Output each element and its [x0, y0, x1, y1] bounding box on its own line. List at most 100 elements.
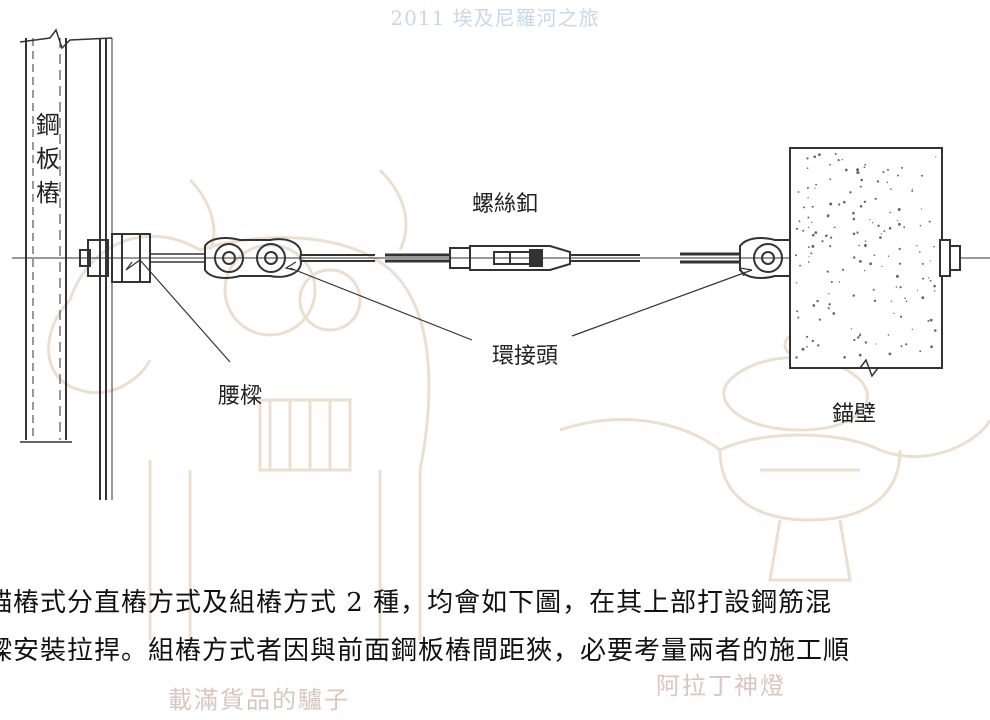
- concrete-stipple-dot: [852, 217, 856, 221]
- concrete-stipple-dot: [806, 186, 809, 189]
- concrete-stipple-dot: [798, 220, 801, 223]
- concrete-stipple-dot: [935, 156, 937, 158]
- concrete-stipple-dot: [896, 174, 899, 177]
- concrete-stipple-dot: [827, 307, 830, 309]
- concrete-stipple-dot: [874, 197, 877, 200]
- concrete-stipple-dot: [852, 232, 856, 236]
- concrete-stipple-dot: [818, 153, 821, 157]
- concrete-stipple-dot: [919, 251, 921, 253]
- concrete-stipple-dot: [928, 277, 930, 279]
- concrete-stipple-dot: [934, 329, 937, 332]
- concrete-stipple-dot: [869, 218, 871, 221]
- concrete-stipple-dot: [821, 240, 824, 243]
- concrete-stipple-dot: [911, 190, 914, 193]
- concrete-stipple-dot: [895, 274, 899, 278]
- leader-lines: [125, 259, 753, 363]
- concrete-stipple-dot: [797, 191, 800, 193]
- concrete-stipple-dot: [850, 328, 853, 330]
- concrete-stipple-dot: [807, 226, 810, 228]
- concrete-stipple-dot: [860, 178, 863, 182]
- concrete-stipple-dot: [872, 288, 875, 291]
- concrete-stipple-dot: [897, 208, 901, 211]
- concrete-stipple-dot: [813, 155, 816, 158]
- concrete-stipple-dot: [795, 356, 798, 359]
- concrete-stipple-dot: [829, 202, 833, 206]
- concrete-stipple-dot: [802, 206, 805, 209]
- concrete-stipple-dot: [815, 183, 817, 186]
- concrete-stipple-dot: [829, 163, 831, 166]
- concrete-stipple-dot: [826, 234, 828, 236]
- turnbuckle: [449, 245, 571, 271]
- concrete-stipple-dot: [858, 334, 862, 337]
- concrete-stipple-dot: [863, 166, 866, 169]
- concrete-stipple-dot: [880, 233, 883, 235]
- concrete-stipple-dot: [806, 167, 809, 169]
- concrete-stipple-dot: [887, 334, 890, 336]
- concrete-stipple-dot: [898, 247, 901, 250]
- concrete-stipple-dot: [917, 289, 919, 291]
- concrete-stipple-dot: [859, 260, 862, 263]
- caption-line-1: 錨樁式分直樁方式及組樁方式 2 種，均會如下圖，在其上部打設鋼筋混: [0, 588, 833, 618]
- concrete-stipple-dot: [806, 157, 809, 160]
- concrete-stipple-dot: [806, 345, 808, 348]
- concrete-stipple-dot: [888, 352, 892, 356]
- anchor-wall: [789, 147, 961, 378]
- turnbuckle-label: 螺絲釦: [472, 192, 539, 217]
- concrete-stipple-dot: [818, 318, 821, 321]
- concrete-stipple-dot: [904, 297, 906, 300]
- concrete-stipple-dot: [801, 347, 805, 351]
- concrete-stipple-dot: [807, 197, 809, 199]
- concrete-stipple-dot: [876, 180, 880, 183]
- concrete-stipple-dot: [810, 252, 813, 255]
- concrete-stipple-dot: [933, 284, 936, 288]
- concrete-stipple-dot: [852, 294, 855, 297]
- concrete-stipple-dot: [830, 236, 833, 239]
- concrete-stipple-dot: [916, 245, 918, 247]
- concrete-stipple-dot: [802, 229, 805, 232]
- concrete-stipple-dot: [828, 303, 831, 306]
- concrete-stipple-dot: [898, 222, 901, 226]
- lamp-watermark-sketch: [559, 333, 990, 582]
- concrete-stipple-dot: [921, 296, 925, 300]
- lamp-watermark-caption: 阿拉丁神燈: [656, 672, 786, 700]
- ring-joint-left: [204, 237, 302, 279]
- concrete-stipple-dot: [888, 227, 892, 230]
- concrete-stipple-dot: [859, 333, 862, 335]
- concrete-stipple-dot: [853, 338, 856, 342]
- concrete-stipple-dot: [864, 163, 867, 166]
- concrete-stipple-dot: [889, 211, 891, 214]
- concrete-stipple-dot: [882, 171, 885, 173]
- concrete-stipple-dot: [833, 226, 836, 229]
- concrete-stipple-dot: [901, 166, 903, 169]
- concrete-stipple-dot: [899, 286, 902, 289]
- concrete-stipple-dot: [927, 319, 930, 322]
- concrete-stipple-dot: [919, 224, 922, 227]
- concrete-stipple-dot: [856, 171, 860, 175]
- concrete-stipple-dot: [837, 159, 840, 162]
- concrete-stipple-dot: [853, 256, 856, 259]
- concrete-stipple-dot: [811, 244, 815, 248]
- concrete-stipple-dot: [896, 219, 899, 222]
- concrete-stipple-dot: [829, 178, 832, 181]
- concrete-stipple-dot: [905, 300, 908, 303]
- concrete-stipple-dot: [903, 226, 906, 229]
- waler-label: 腰樑: [218, 384, 263, 409]
- concrete-stipple-dot: [827, 215, 829, 218]
- concrete-stipple-dot: [857, 336, 860, 339]
- concrete-stipple-dot: [898, 262, 902, 265]
- concrete-stipple-dot: [856, 231, 859, 234]
- watermark-title: 2011 埃及尼羅河之旅: [390, 6, 600, 30]
- concrete-stipple-dot: [921, 262, 924, 265]
- concrete-stipple-dot: [881, 265, 883, 267]
- concrete-stipple-dot: [832, 312, 836, 315]
- concrete-stipple-dot: [814, 187, 816, 189]
- concrete-stipple-dot: [807, 246, 810, 249]
- concrete-stipple-dot: [879, 236, 882, 239]
- concrete-stipple-dot: [890, 188, 892, 190]
- concrete-stipple-dot: [795, 227, 799, 230]
- concrete-stipple-dot: [858, 353, 862, 357]
- concrete-stipple-dot: [869, 262, 872, 266]
- concrete-stipple-dot: [844, 168, 848, 172]
- concrete-stipple-dot: [919, 350, 922, 353]
